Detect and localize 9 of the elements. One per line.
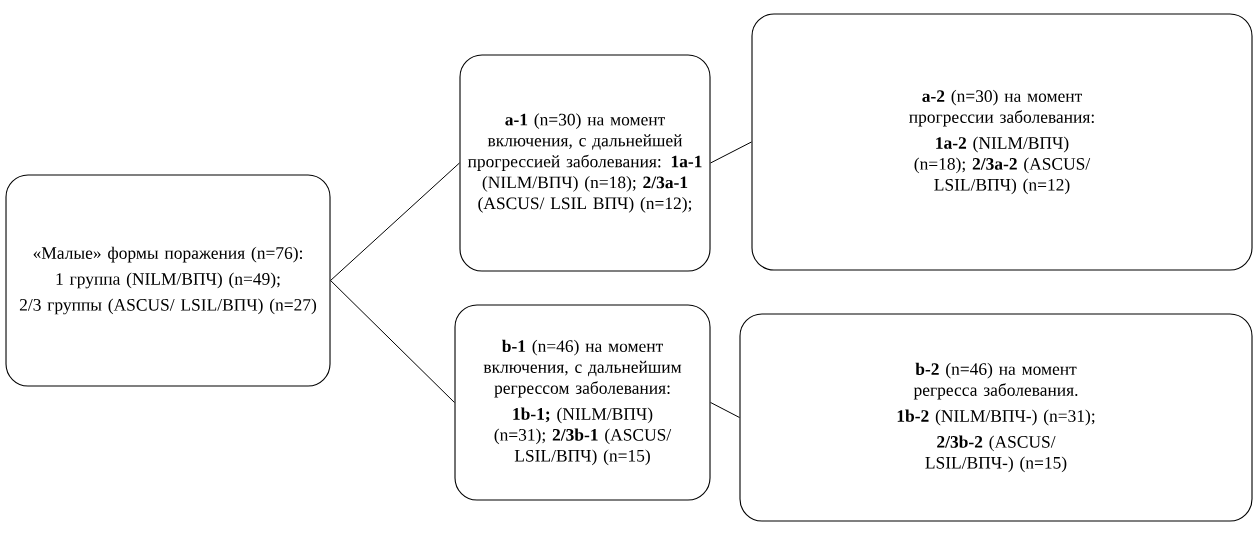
connector-line (330, 280, 455, 403)
connector-line (710, 402, 740, 418)
text-box: b-2 (n=46) на момент регресса заболевания. 1b-2 (NILM/ВПЧ-) (n=31); 2/3b-2 (ASCUS/ LSIL/ВПЧ-) (n=15) (739, 313, 1253, 522)
text-box: «Малые» формы поражения (n=76): 1 группа (NILM/ВПЧ) (n=49); 2/3 группы (ASCUS/ LSIL/ВПЧ) (n=27) (5, 174, 331, 387)
text-box: a-1 (n=30) на момент включения, с дальнейшей прогрессией заболевания: 1a-1 (NILM/ВПЧ) (n=18); 2/3a-1 (ASCUS/ LSIL ВПЧ) (n=12); (459, 54, 711, 272)
connector-line (710, 141, 752, 164)
connector-line (330, 162, 460, 281)
text-box: a-2 (n=30) на момент прогрессии заболевания: 1a-2 (NILM/ВПЧ) (n=18); 2/3a-2 (ASCUS/ LSIL/ВПЧ) (n=12) (751, 13, 1253, 271)
text-box: b-1 (n=46) на момент включения, с дальнейшим регрессом заболевания: 1b-1; (NILM/ВПЧ) (n=31); 2/3b-1 (ASCUS/ LSIL/ВПЧ) (n=15) (454, 304, 711, 501)
